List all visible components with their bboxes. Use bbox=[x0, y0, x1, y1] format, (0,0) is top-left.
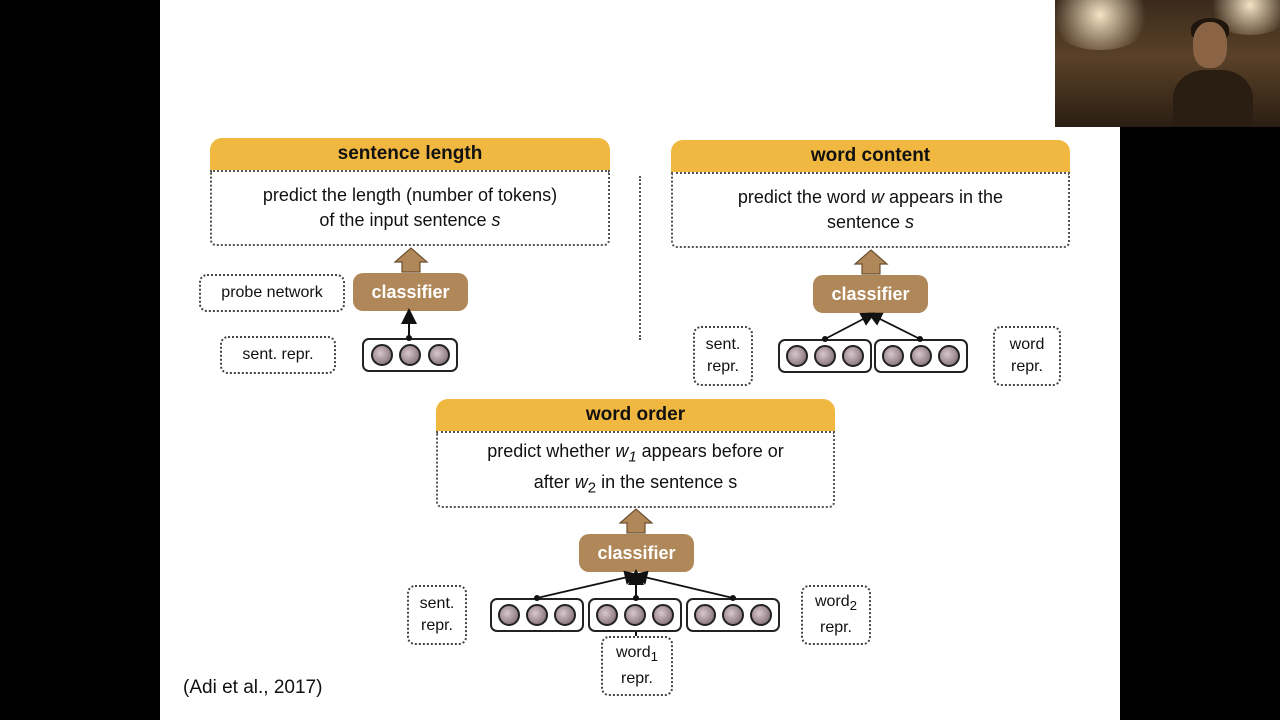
probe-network-label: probe network bbox=[199, 274, 345, 312]
word-order-header: word order bbox=[436, 399, 835, 431]
vector-cell bbox=[554, 604, 576, 626]
vector-cell bbox=[814, 345, 836, 367]
classifier-word-order: classifier bbox=[579, 534, 694, 572]
word-content-sent-repr-label: sent.repr. bbox=[693, 326, 753, 386]
word-content-title: word content bbox=[810, 145, 931, 166]
vector-cell bbox=[526, 604, 548, 626]
classifier-sentence-length: classifier bbox=[353, 273, 468, 311]
word-vector bbox=[874, 339, 968, 373]
sentence-length-description: predict the length (number of tokens) of… bbox=[210, 170, 610, 246]
word-content-line1: predict the word w appears in the bbox=[737, 187, 1004, 207]
sentence-length-line1: predict the length (number of tokens) bbox=[262, 185, 558, 205]
vector-cell bbox=[910, 345, 932, 367]
vector-cell bbox=[399, 344, 421, 366]
word2-vector bbox=[686, 598, 780, 632]
vector-cell bbox=[938, 345, 960, 367]
vector-cell bbox=[722, 604, 744, 626]
word-content-header: word content bbox=[671, 140, 1070, 172]
word-order-line2: after w2 in the sentence s bbox=[533, 471, 738, 497]
word-order-line1: predict whether w1 appears before or bbox=[487, 440, 784, 466]
sentence-length-title: sentence length bbox=[337, 143, 483, 164]
sentence-vector bbox=[490, 598, 584, 632]
vector-cell bbox=[624, 604, 646, 626]
vector-cell bbox=[652, 604, 674, 626]
classifier-word-content: classifier bbox=[813, 275, 928, 313]
word-content-line2: sentence s bbox=[826, 212, 915, 232]
sent-repr-label: sent. repr. bbox=[220, 336, 336, 374]
vector-cell bbox=[694, 604, 716, 626]
webcam-feed bbox=[1055, 0, 1280, 127]
vector-cell bbox=[786, 345, 808, 367]
sentence-length-header: sentence length bbox=[210, 138, 610, 170]
word-order-sent-repr-label: sent.repr. bbox=[407, 585, 467, 645]
vector-cell bbox=[427, 344, 450, 366]
word-order-title: word order bbox=[585, 404, 686, 425]
word1-vector bbox=[588, 598, 682, 632]
word-content-description: predict the word w appears in the senten… bbox=[671, 172, 1070, 248]
vector-cell bbox=[596, 604, 618, 626]
vector-cell bbox=[882, 345, 904, 367]
word-order-description: predict whether w1 appears before or aft… bbox=[436, 431, 835, 508]
sentence-length-line2: of the input sentence s bbox=[319, 210, 501, 230]
sentence-vector bbox=[778, 339, 872, 373]
vector-cell bbox=[498, 604, 520, 626]
vector-cell bbox=[750, 604, 772, 626]
vector-cell bbox=[370, 344, 393, 366]
vector-cell bbox=[842, 345, 864, 367]
sentence-vector bbox=[362, 338, 458, 372]
citation: (Adi et al., 2017) bbox=[183, 677, 323, 698]
panel-divider bbox=[639, 176, 641, 340]
